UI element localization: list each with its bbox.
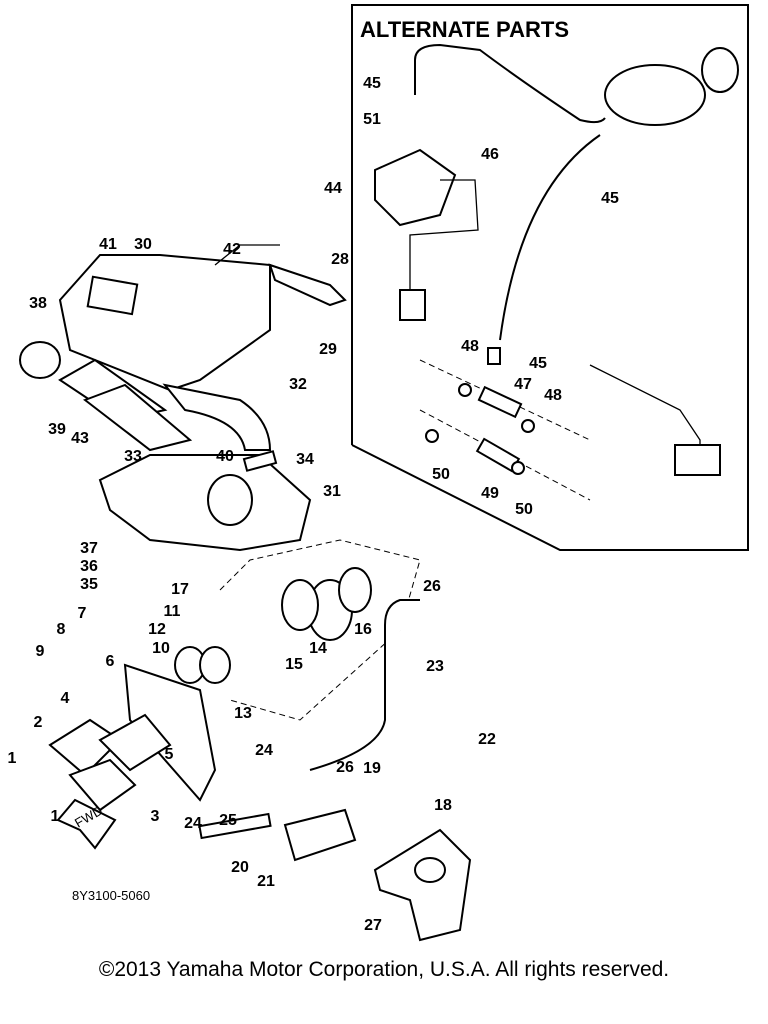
clip-50b — [511, 461, 525, 475]
callout: 32 — [289, 376, 307, 393]
callout: 14 — [309, 640, 327, 657]
callout-labels: 45 51 46 45 44 41 30 42 28 38 29 48 45 4… — [8, 75, 619, 934]
callout: 45 — [601, 190, 619, 207]
clamp-16 — [338, 567, 372, 613]
callout: 42 — [223, 241, 241, 258]
fuel-tank-44 — [374, 148, 457, 227]
air-box-31 — [98, 454, 312, 552]
callout: 43 — [71, 430, 89, 447]
callout: 28 — [331, 251, 349, 268]
grommet-40 — [207, 474, 253, 526]
callout: 45 — [529, 355, 547, 372]
callout: 12 — [148, 621, 166, 638]
bracket-hole — [414, 857, 446, 883]
diagram-code: 8Y3100-5060 — [72, 888, 150, 903]
callout: 6 — [106, 653, 115, 670]
clip-48 — [458, 383, 472, 397]
duct-39 — [19, 341, 61, 379]
fuel-filter-cap — [701, 47, 739, 93]
callout: 33 — [124, 448, 142, 465]
callout: 45 — [363, 75, 381, 92]
callout: 40 — [216, 448, 234, 465]
callout: 47 — [514, 376, 532, 393]
callout: 31 — [323, 483, 341, 500]
callout: 48 — [461, 338, 479, 355]
hose-clamp-45 — [487, 347, 501, 365]
callout: 24 — [255, 742, 273, 759]
callout: 5 — [165, 746, 174, 763]
callout: 21 — [257, 873, 275, 890]
callout: 11 — [164, 603, 181, 620]
duct-32 — [162, 383, 272, 451]
gasket-1b — [68, 758, 137, 812]
pipe-33 — [82, 383, 193, 452]
callout: 7 — [78, 605, 87, 622]
callout: 22 — [478, 731, 496, 748]
alternate-parts-title: ALTERNATE PARTS — [360, 17, 569, 42]
fuel-filter-bracket — [674, 444, 721, 476]
callout: 49 — [481, 485, 499, 502]
clip-48b — [521, 419, 535, 433]
callout: 30 — [134, 236, 152, 253]
t-joint-47 — [477, 385, 523, 419]
callout: 8 — [57, 621, 66, 638]
callout: 37 — [80, 540, 98, 557]
callout: 13 — [234, 705, 252, 722]
callout: 34 — [296, 451, 314, 468]
breather-hose-23 — [309, 599, 420, 771]
callout: 25 — [219, 812, 237, 829]
callout: 3 — [151, 808, 160, 825]
callout: 18 — [434, 797, 452, 814]
fuel-hose-46 — [414, 43, 606, 124]
fuel-pump — [399, 289, 426, 321]
clamp-13 — [199, 646, 231, 684]
callout: 27 — [364, 917, 382, 934]
element-34 — [242, 450, 278, 472]
copyright-notice: ©2013 Yamaha Motor Corporation, U.S.A. A… — [98, 958, 670, 981]
callout: 41 — [99, 236, 117, 253]
callout: 48 — [544, 387, 562, 404]
callout: 23 — [426, 658, 444, 675]
callout: 20 — [231, 859, 249, 876]
pipe-25 — [198, 812, 272, 840]
alternate-parts-box: ALTERNATE PARTS — [351, 4, 749, 551]
bracket-18 — [373, 828, 472, 942]
fuel-filter — [604, 64, 706, 126]
callout: 1 — [8, 750, 17, 767]
callout: 15 — [285, 656, 303, 673]
bracket-28 — [268, 263, 347, 307]
callout: 35 — [80, 576, 98, 593]
callout: 38 — [29, 295, 47, 312]
callout: 1 — [51, 808, 60, 825]
clamp-15 — [281, 579, 319, 631]
callout: 24 — [184, 815, 202, 832]
silencer-plate-6 — [123, 663, 217, 802]
air-intake-assembly: FWD — [19, 244, 472, 942]
callout: 17 — [171, 581, 189, 598]
callout: 46 — [481, 146, 499, 163]
callout: 9 — [36, 643, 45, 660]
callout: 19 — [363, 760, 381, 777]
callout: 26 — [423, 578, 441, 595]
plate-5 — [98, 713, 172, 772]
callout: 10 — [152, 640, 170, 657]
callout: 44 — [324, 180, 342, 197]
fuel-hose-46b — [499, 134, 601, 341]
callout: 29 — [319, 341, 337, 358]
fuel-filter-19 — [283, 808, 357, 862]
callout: 39 — [48, 421, 66, 438]
clip-50 — [425, 429, 439, 443]
fwd-arrow — [56, 798, 117, 850]
callout: 51 — [363, 111, 381, 128]
label-41 — [86, 275, 139, 316]
callout: 4 — [61, 690, 70, 707]
callout: 2 — [34, 714, 43, 731]
callout: 26 — [336, 759, 354, 776]
callout: 16 — [354, 621, 372, 638]
callout: 36 — [80, 558, 98, 575]
callout: 50 — [432, 466, 450, 483]
callout: 50 — [515, 501, 533, 518]
